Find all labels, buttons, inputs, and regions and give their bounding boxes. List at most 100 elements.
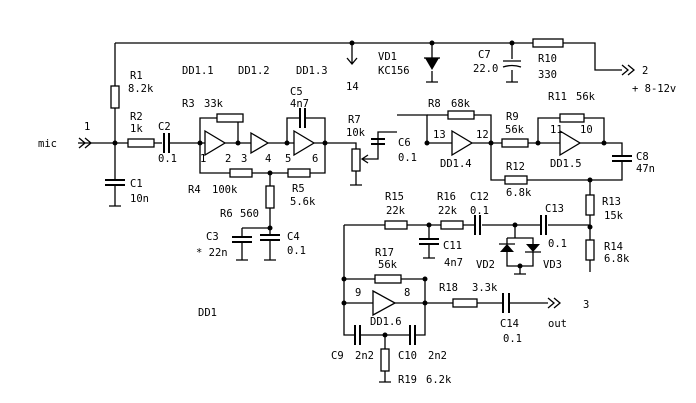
r10-value: 330 <box>538 69 557 81</box>
c5-value: 4n7 <box>290 98 309 110</box>
c8-label: C8 <box>636 151 649 163</box>
pin-13: 13 <box>433 129 446 141</box>
r14-body <box>585 239 595 261</box>
pin-1: 1 <box>200 153 206 165</box>
r19-value: 6.2k <box>426 374 452 386</box>
r11-body <box>559 113 585 123</box>
c11-value: 4n7 <box>444 257 463 269</box>
pin-3: 3 <box>241 153 247 165</box>
c1-label: C1 <box>130 178 143 190</box>
pin-4: 4 <box>265 153 271 165</box>
dd1-2-label: DD1.2 <box>238 65 270 77</box>
dd1-6-buffer-icon <box>372 289 397 317</box>
dd1-1-label: DD1.1 <box>182 65 214 77</box>
pin-9: 9 <box>355 287 361 299</box>
c14-label: C14 <box>500 318 519 330</box>
r16-label: R16 <box>437 191 456 203</box>
volume-pot <box>342 131 397 186</box>
c3-label: C3 <box>206 231 219 243</box>
dd1-3-buffer-icon <box>293 129 316 157</box>
second-stage <box>397 110 632 272</box>
r1-value: 8.2k <box>128 83 154 95</box>
c4-value: 0.1 <box>287 245 306 257</box>
r15-body <box>384 220 408 230</box>
r12-value: 6.8k <box>506 187 532 199</box>
r16-value: 22k <box>438 205 458 217</box>
c6-label: C6 <box>398 137 411 149</box>
c5-label: C5 <box>290 86 303 98</box>
r17-label: R17 <box>375 247 394 259</box>
r8-body <box>447 110 475 120</box>
r9-label: R9 <box>506 111 519 123</box>
c12-label: C12 <box>470 191 489 203</box>
r6-body <box>265 185 275 209</box>
c9-label: C9 <box>331 350 344 362</box>
dd1-4-buffer-icon <box>451 129 474 157</box>
r10-body <box>532 38 564 48</box>
c7-value: 22.0 <box>473 63 498 75</box>
r1-label: R1 <box>130 70 143 82</box>
r14-value: 6.8k <box>604 253 630 265</box>
pin-6: 6 <box>312 153 318 165</box>
r15-label: R15 <box>385 191 404 203</box>
r6-label: R6 <box>220 208 233 220</box>
r11-value: 56k <box>576 91 596 103</box>
r14-label: R14 <box>604 241 623 253</box>
supply-label: + 8-12v <box>632 83 676 95</box>
vd3-diode-icon <box>526 244 540 252</box>
r18-body <box>452 298 478 308</box>
r11-label: R11 <box>548 91 567 103</box>
c3-value: * 22n <box>196 247 228 259</box>
vd2-label: VD2 <box>476 259 495 271</box>
schematic-labels: DD1.1 DD1.2 DD1.3 DD1 DD1.4 DD1.5 DD1.6 … <box>38 49 676 386</box>
r9-value: 56k <box>505 124 525 136</box>
c8-value: 47n <box>636 163 655 175</box>
pin-12: 12 <box>476 129 489 141</box>
r2-body <box>127 138 155 148</box>
vd1-label: VD1 <box>378 51 397 63</box>
c9-value: 2n2 <box>355 350 374 362</box>
r7-body <box>351 148 361 172</box>
r19-label: R19 <box>398 374 417 386</box>
c6-value: 0.1 <box>398 152 417 164</box>
filter-section <box>341 215 593 383</box>
pin-5: 5 <box>285 153 291 165</box>
r5-body <box>287 168 311 178</box>
dd1-1-buffer-icon <box>204 129 227 157</box>
r17-value: 56k <box>378 259 398 271</box>
r5-label: R5 <box>292 183 305 195</box>
pin-8: 8 <box>404 287 410 299</box>
r2-label: R2 <box>130 111 143 123</box>
r19-body <box>380 348 390 372</box>
r8-value: 68k <box>451 98 471 110</box>
terminal-2: 2 <box>642 65 648 77</box>
c13-value: 0.1 <box>548 238 567 250</box>
dd1-label: DD1 <box>198 307 217 319</box>
r13-label: R13 <box>602 196 621 208</box>
r12-label: R12 <box>506 161 525 173</box>
c10-label: C10 <box>398 350 417 362</box>
r4-label: R4 <box>188 184 201 196</box>
r5-value: 5.6k <box>290 196 316 208</box>
r4-value: 100k <box>212 184 238 196</box>
pin-11: 11 <box>550 124 563 136</box>
c2-value: 0.1 <box>158 153 177 165</box>
terminal-1: 1 <box>84 121 90 133</box>
r18-label: R18 <box>439 282 458 294</box>
r7-value: 10k <box>346 127 366 139</box>
r10-label: R10 <box>538 53 557 65</box>
vd1-value: KC156 <box>378 65 410 77</box>
r15-value: 22k <box>386 205 406 217</box>
dd1-6-label: DD1.6 <box>370 316 402 328</box>
c11-label: C11 <box>443 240 462 252</box>
r8-label: R8 <box>428 98 441 110</box>
r13-body <box>585 194 595 216</box>
r3-body <box>216 113 244 123</box>
c14-value: 0.1 <box>503 333 522 345</box>
r3-value: 33k <box>204 98 224 110</box>
r18-value: 3.3k <box>472 282 498 294</box>
dd1-2-buffer-icon <box>250 131 270 155</box>
terminal-3: 3 <box>583 299 589 311</box>
r12-body <box>504 175 528 185</box>
